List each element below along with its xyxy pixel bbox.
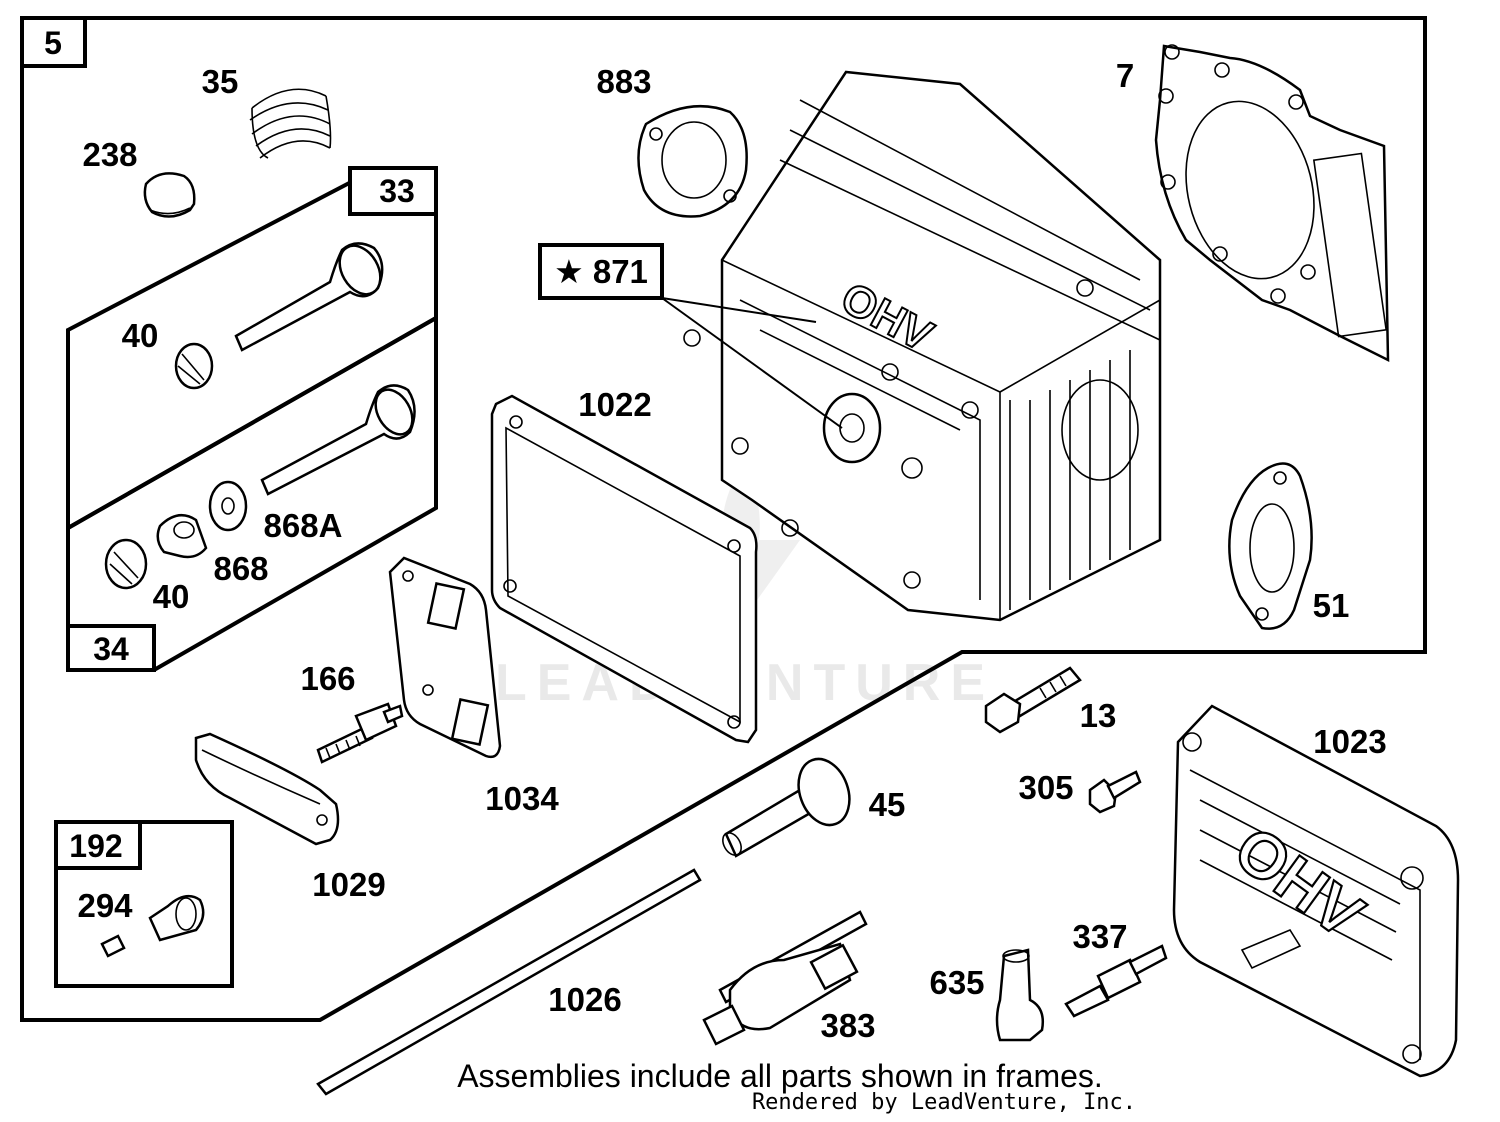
callout-868: 868 (213, 550, 268, 587)
exhaust-gasket-part[interactable] (1228, 462, 1313, 630)
callout-1023: 1023 (1313, 723, 1386, 760)
breather-plate-part[interactable] (388, 556, 502, 759)
spark-plug-part[interactable] (1064, 944, 1168, 1018)
valve-frame-34-outline (66, 314, 438, 672)
fuel-elbow-part[interactable] (995, 948, 1044, 1042)
callout-305: 305 (1018, 769, 1073, 806)
frame-tag-34 (66, 624, 156, 672)
intake-valve-part[interactable] (260, 383, 420, 496)
callout-45: 45 (869, 786, 906, 823)
callout-871: ★ 871 (554, 253, 648, 290)
valve-washer-part[interactable] (208, 480, 248, 532)
push-rod-part[interactable] (316, 868, 702, 1096)
callout-868a: 868A (264, 507, 343, 544)
frame-tag-34-label: 34 (93, 631, 129, 667)
frame-tag-5-label: 5 (44, 25, 62, 61)
main-frame-outline (20, 16, 1427, 1022)
callout-1022: 1022 (578, 386, 651, 423)
callout-13: 13 (1080, 697, 1117, 734)
render-credit: Rendered by LeadVenture, Inc. (752, 1090, 1136, 1115)
callout-1034: 1034 (485, 780, 559, 817)
valve-retainer-lower-part[interactable] (104, 538, 148, 590)
valve-seal-part[interactable] (156, 513, 208, 559)
callout-40-upper: 40 (122, 317, 159, 354)
breather-frame-192-outline (54, 820, 234, 988)
callout-871-box (538, 243, 664, 300)
breather-valve-part[interactable] (100, 894, 205, 958)
callout-883: 883 (596, 63, 651, 100)
frame-tag-5 (20, 16, 87, 68)
intake-gasket-part[interactable] (637, 104, 748, 218)
callout-294: 294 (77, 887, 133, 924)
frame-tag-192-label: 192 (69, 828, 122, 864)
callout-635: 635 (929, 964, 984, 1001)
frame-tag-33 (348, 166, 438, 216)
callout-337: 337 (1072, 918, 1127, 955)
push-rod-guide-part[interactable] (719, 752, 858, 859)
callout-871-leaders (661, 297, 843, 429)
assemblies-caption: Assemblies include all parts shown in fr… (457, 1058, 1103, 1094)
callout-35: 35 (202, 63, 239, 100)
rocker-cover-gasket-part[interactable] (490, 394, 758, 744)
cylinder-head-gasket-part[interactable] (1154, 44, 1390, 363)
exhaust-valve-part[interactable] (234, 238, 389, 352)
callout-383: 383 (820, 1007, 875, 1044)
cover-screw-part[interactable] (1088, 770, 1142, 814)
rocker-cover-part[interactable]: OHV (1172, 704, 1460, 1078)
frame-tag-192 (54, 820, 142, 870)
callout-40-lower: 40 (153, 578, 190, 615)
callout-51: 51 (1313, 587, 1350, 624)
callout-labels: 35 238 40 40 868 868A 883 ★ 871 7 1022 5… (77, 57, 1386, 1044)
valve-frame-33-outline (66, 166, 438, 532)
rocker-shaft-part[interactable] (702, 910, 868, 1046)
valve-retainer-upper-part[interactable] (174, 342, 214, 390)
callout-166: 166 (300, 660, 355, 697)
cylinder-head-part[interactable]: OHV (683, 70, 1162, 622)
callout-1026: 1026 (548, 981, 621, 1018)
callout-238: 238 (82, 136, 137, 173)
callout-1029: 1029 (312, 866, 385, 903)
breather-cover-part[interactable] (194, 732, 340, 846)
valve-cap-part[interactable] (143, 172, 196, 218)
head-bolt-part[interactable] (984, 666, 1082, 734)
callout-7: 7 (1116, 57, 1134, 94)
stud-part[interactable] (316, 702, 404, 764)
valve-spring-part[interactable] (249, 88, 332, 159)
frame-tag-33-label: 33 (379, 173, 415, 209)
